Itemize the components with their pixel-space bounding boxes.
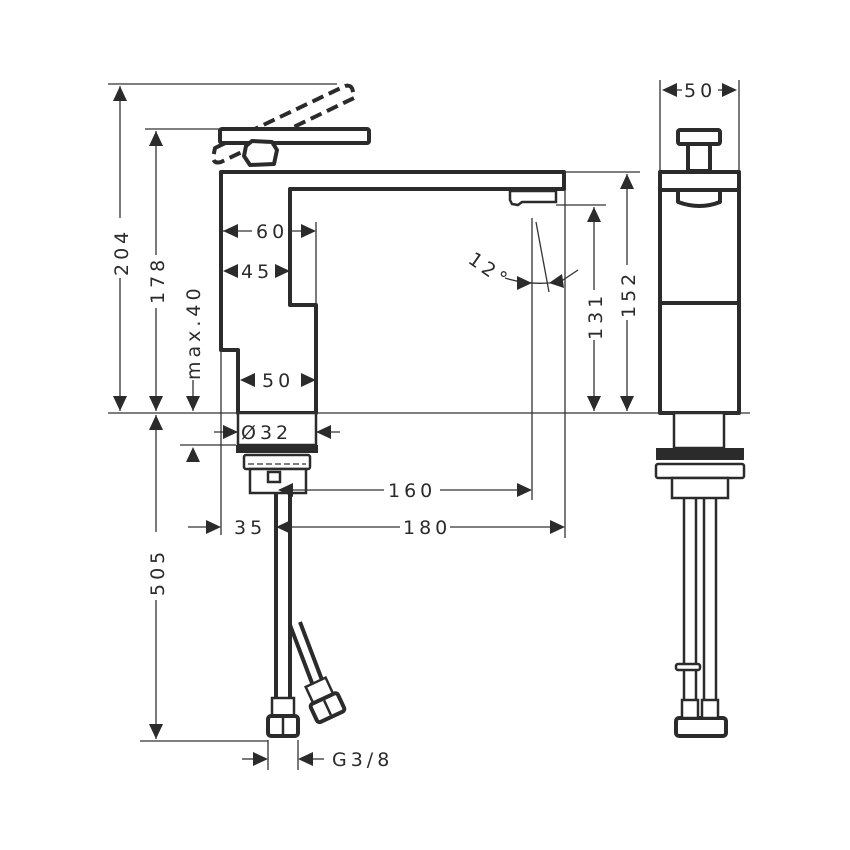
side-mount-plate [656, 448, 744, 460]
dim-35: 35 [234, 517, 266, 539]
side-aerator [676, 191, 722, 208]
dim-max40: max.40 [183, 284, 205, 380]
dim-12-degrees: 12° [464, 248, 514, 292]
front-view [211, 83, 566, 738]
dim-204: 204 [111, 228, 133, 276]
dimension-lines [108, 80, 750, 770]
dim-45: 45 [241, 261, 273, 283]
lever-handle [218, 127, 371, 145]
side-body [658, 170, 741, 415]
aerator [508, 189, 558, 207]
lever-hub [242, 139, 279, 167]
dim-505: 505 [147, 548, 169, 596]
lever-raised-outline [211, 83, 356, 165]
dim-160: 160 [388, 480, 436, 502]
hose-fitting-angled [304, 675, 347, 725]
dim-180: 180 [403, 517, 451, 539]
dim-g38: G3/8 [332, 749, 393, 771]
dim-152: 152 [618, 270, 640, 318]
handle-knob-cap [676, 128, 722, 146]
dim-60: 60 [256, 221, 288, 243]
dim-50-base: 50 [262, 370, 294, 392]
dim-50-side: 50 [684, 80, 716, 102]
dim-178: 178 [147, 256, 169, 304]
handle-knob-stem [686, 142, 712, 173]
dim-131: 131 [585, 292, 607, 340]
side-view [654, 128, 746, 738]
mounting-screw [266, 470, 282, 484]
mounting-nut [242, 453, 312, 471]
mounting-plate [236, 445, 318, 453]
hose-fitting-straight [266, 696, 300, 738]
dim-diameter-32: Ø32 [241, 422, 292, 444]
